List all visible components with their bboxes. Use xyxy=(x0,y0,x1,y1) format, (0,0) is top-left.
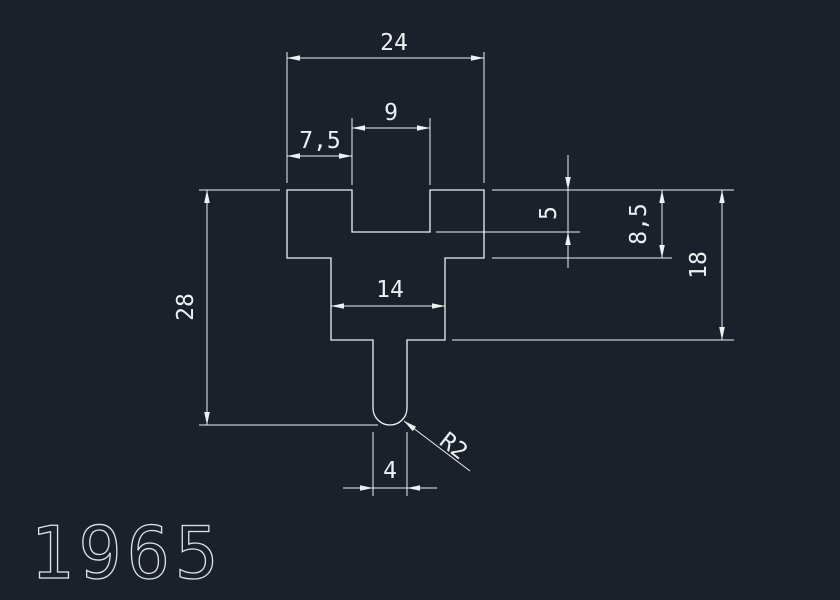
dim-mid-height: 18 xyxy=(686,190,725,340)
dim-label-overall-height: 28 xyxy=(173,293,199,321)
dim-label-stem-width: 4 xyxy=(383,458,397,484)
dim-label-mid-height: 18 xyxy=(686,251,712,279)
dim-label-slot-offset: 7,5 xyxy=(299,128,341,154)
dim-label-slot-depth: 5 xyxy=(536,206,562,220)
dim-label-slot-width: 9 xyxy=(384,100,398,126)
profile-outline xyxy=(286,189,485,426)
dim-slot-depth: 5 xyxy=(536,155,571,268)
leader-line xyxy=(403,420,471,472)
dim-slot-width: 9 xyxy=(351,100,431,185)
dim-label-overall-width: 24 xyxy=(380,30,408,56)
part-number: 1965 xyxy=(30,511,223,595)
dim-label-shoulder-depth: 8,5 xyxy=(626,203,652,245)
dim-label-mid-width: 14 xyxy=(376,277,404,303)
dim-shoulder-depth: 8,5 xyxy=(626,190,665,258)
dim-stem-width: 4 xyxy=(343,432,437,496)
dim-slot-offset: 7,5 xyxy=(287,128,352,159)
dim-overall-width: 24 xyxy=(286,30,485,183)
dim-overall-height: 28 xyxy=(173,189,378,426)
dim-mid-width: 14 xyxy=(331,277,445,309)
